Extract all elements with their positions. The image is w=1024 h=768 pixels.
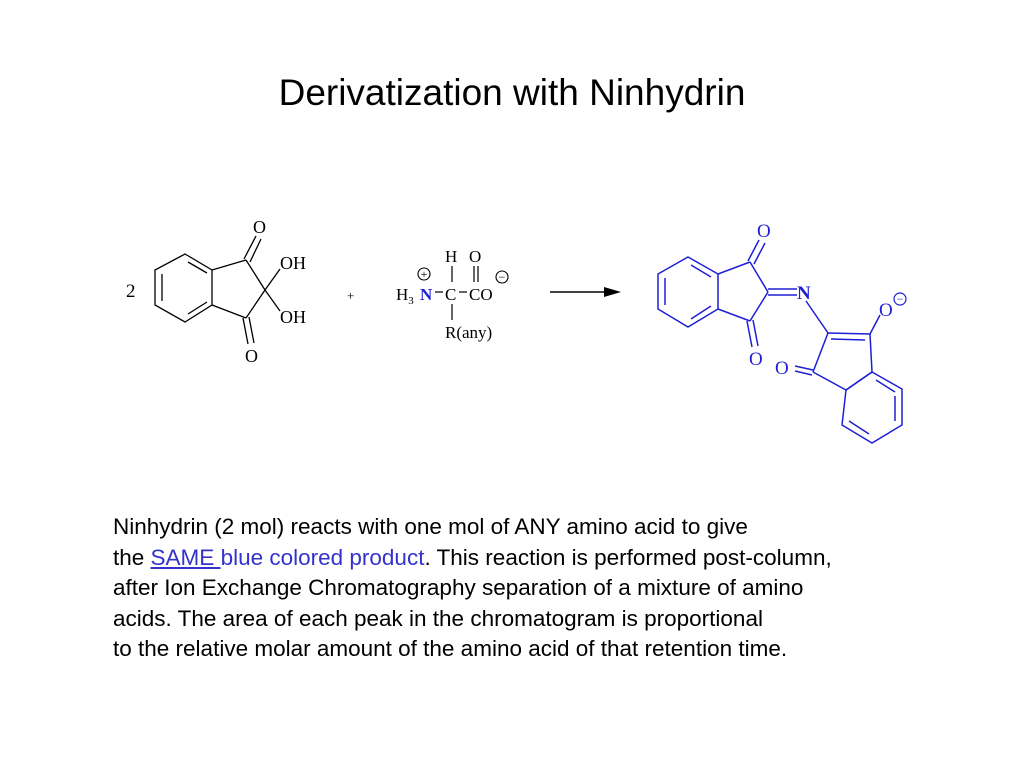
coefficient-label: 2 (126, 281, 136, 302)
product-o-left: O (775, 358, 789, 379)
amino-acid-r-group: R(any) (445, 323, 492, 342)
same-highlight: SAME (150, 544, 221, 570)
product-o-top: O (757, 221, 771, 242)
paragraph-line: to the relative molar amount of the amin… (113, 636, 788, 661)
svg-text:+: + (421, 267, 428, 281)
product-o-right: O (879, 300, 893, 321)
slide-title: Derivatization with Ninhydrin (278, 72, 746, 113)
paragraph-line: the SAME blue colored product. This reac… (113, 544, 832, 570)
amino-acid-n: N (420, 285, 433, 304)
product-negative-charge-icon (893, 292, 907, 306)
amino-acid-co: CO (469, 285, 493, 304)
amino-acid-c: C (445, 285, 456, 304)
ninhydrin-oh-top: OH (280, 253, 306, 273)
amino-acid-structure: H O H3 N C CO R(any) + − (396, 247, 509, 342)
product-n: N (797, 283, 811, 304)
product-structure (657, 239, 903, 444)
paragraph-line: after Ion Exchange Chromatography separa… (113, 575, 804, 600)
positive-charge-icon (417, 267, 431, 281)
reaction-arrow-icon (550, 287, 621, 297)
svg-text:−: − (499, 270, 506, 284)
ninhydrin-structure (154, 235, 281, 345)
blue-product-highlight: blue colored product (220, 544, 425, 570)
paragraph-line: acids. The area of each peak in the chro… (113, 605, 763, 631)
amino-acid-o-top: O (469, 247, 481, 266)
ninhydrin-o-bottom: O (245, 346, 258, 366)
amino-acid-h3: H3 (396, 285, 414, 307)
product-o-middle: O (749, 349, 763, 370)
paragraph-line: Ninhydrin (2 mol) reacts with one mol of… (113, 514, 748, 539)
description-paragraph: Ninhydrin (2 mol) reacts with one mol of… (113, 512, 973, 665)
ninhydrin-oh-bottom: OH (280, 307, 306, 327)
negative-charge-icon (495, 270, 509, 284)
amino-acid-h-top: H (445, 247, 457, 266)
svg-text:−: − (897, 292, 904, 306)
reaction-scheme: 2 O O OH OH + H O H3 N C CO R(any) + − (126, 217, 907, 444)
plus-sign: + (347, 288, 354, 303)
ninhydrin-o-top: O (253, 217, 266, 237)
